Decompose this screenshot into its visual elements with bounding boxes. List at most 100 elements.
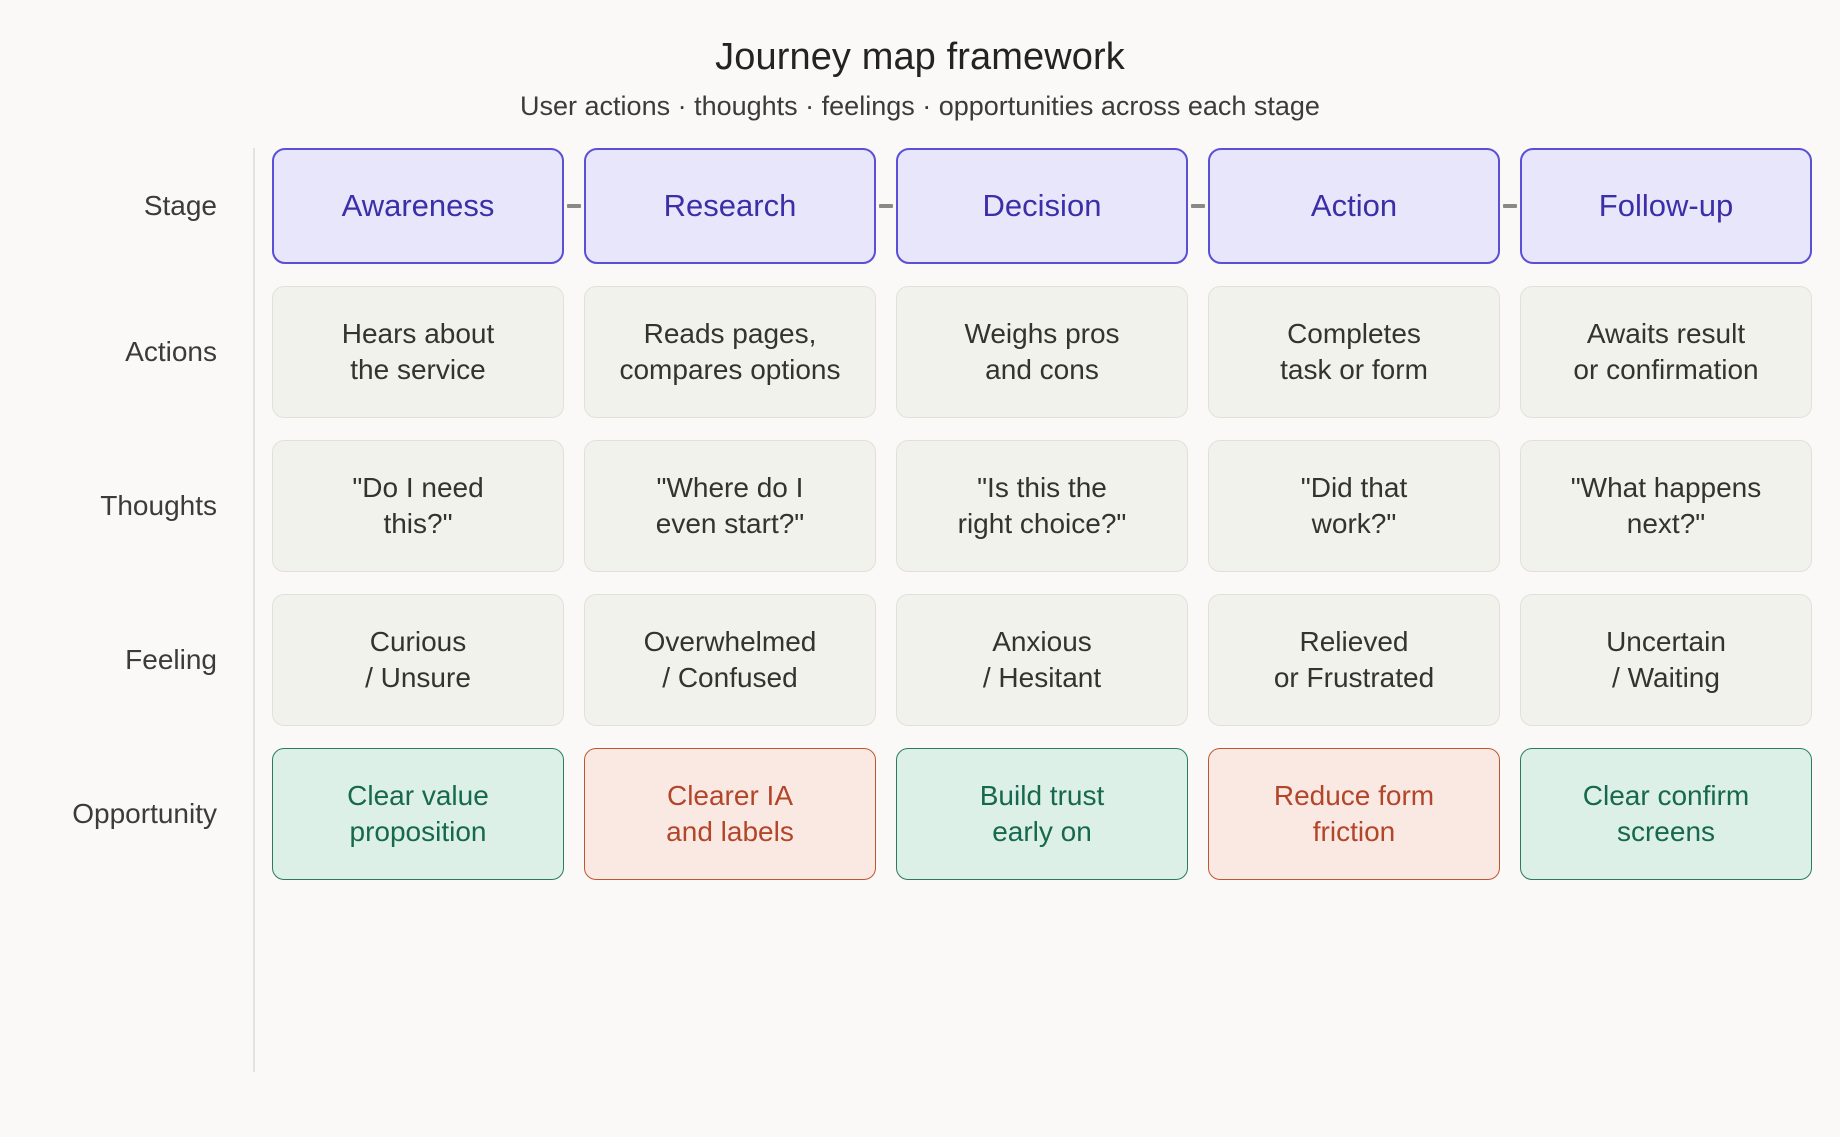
row-label-feeling: Feeling	[125, 644, 217, 676]
row-cells-feeling: Curious / Unsure Overwhelmed / Confused	[253, 594, 1840, 727]
stage-connector-2	[1188, 204, 1208, 209]
actions-card-line1: Completes	[1287, 317, 1421, 349]
thoughts-card-line2: even start?"	[655, 508, 805, 540]
feeling-card-line2: / Confused	[662, 662, 798, 694]
feeling-slot-4: Uncertain / Waiting	[1520, 594, 1812, 727]
actions-slot-3: Completes task or form	[1208, 286, 1500, 419]
stage-card-awareness[interactable]: Awareness	[272, 148, 564, 265]
row-label-opportunity: Opportunity	[72, 798, 217, 830]
actions-card-line1: Hears about	[341, 317, 495, 349]
feeling-card-action[interactable]: Relieved or Frustrated	[1208, 594, 1500, 727]
stage-card-follow-up[interactable]: Follow-up	[1520, 148, 1812, 265]
actions-card-research[interactable]: Reads pages, compares options	[584, 286, 876, 419]
feeling-card-line1: Uncertain	[1606, 625, 1726, 657]
opportunity-card-line1: Clearer IA	[666, 779, 794, 811]
stage-connector-3	[1500, 204, 1520, 209]
thoughts-card-line1: "Do I need	[352, 471, 484, 503]
thoughts-card-research[interactable]: "Where do I even start?"	[584, 440, 876, 573]
actions-card-follow-up[interactable]: Awaits result or confirmation	[1520, 286, 1812, 419]
row-cells-actions: Hears about the service Reads pages, com…	[253, 286, 1840, 419]
actions-card-line2: and cons	[985, 354, 1099, 386]
thoughts-card-action[interactable]: "Did that work?"	[1208, 440, 1500, 573]
actions-slot-0: Hears about the service	[272, 286, 564, 419]
opportunity-card-line2: friction	[1312, 816, 1396, 848]
row-label-actions: Actions	[125, 336, 217, 368]
feeling-card-line2: or Frustrated	[1273, 662, 1435, 694]
thoughts-card-line2: this?"	[383, 508, 453, 540]
thoughts-card-decision[interactable]: "Is this the right choice?"	[896, 440, 1188, 573]
opportunity-card-follow-up[interactable]: Clear confirm screens	[1520, 748, 1812, 881]
opportunity-slot-1: Clearer IA and labels	[584, 748, 876, 881]
feeling-card-line1: Overwhelmed	[643, 625, 817, 657]
row-actions: Actions Hears about the service Reads pa…	[0, 286, 1840, 419]
opportunity-card-awareness[interactable]: Clear value proposition	[272, 748, 564, 881]
opportunity-slot-3: Reduce form friction	[1208, 748, 1500, 881]
feeling-card-line2: / Hesitant	[982, 662, 1102, 694]
opportunity-card-line2: early on	[992, 816, 1092, 848]
stage-card-research[interactable]: Research	[584, 148, 876, 265]
row-stage: Stage Awareness Research Decision Action	[0, 148, 1840, 265]
actions-card-awareness[interactable]: Hears about the service	[272, 286, 564, 419]
opportunity-card-line2: and labels	[666, 816, 794, 848]
opportunity-card-action[interactable]: Reduce form friction	[1208, 748, 1500, 881]
stage-slot-2: Decision	[896, 148, 1188, 265]
row-label-stage: Stage	[143, 190, 217, 222]
feeling-card-line1: Relieved	[1299, 625, 1409, 657]
opportunity-slot-4: Clear confirm screens	[1520, 748, 1812, 881]
thoughts-card-line1: "Did that	[1300, 471, 1408, 503]
stage-connector-0	[564, 204, 584, 209]
journey-grid: Stage Awareness Research Decision Action	[0, 148, 1840, 1073]
stage-slot-1: Research	[584, 148, 876, 265]
stage-slot-4: Follow-up	[1520, 148, 1812, 265]
opportunity-slot-2: Build trust early on	[896, 748, 1188, 881]
opportunity-card-line1: Reduce form	[1273, 779, 1435, 811]
row-thoughts: Thoughts "Do I need this?" "Where do I	[0, 440, 1840, 573]
thoughts-slot-3: "Did that work?"	[1208, 440, 1500, 573]
thoughts-card-line2: right choice?"	[957, 508, 1127, 540]
row-opportunity: Opportunity Clear value proposition Clea…	[0, 748, 1840, 881]
opportunity-card-research[interactable]: Clearer IA and labels	[584, 748, 876, 881]
actions-card-line2: compares options	[619, 354, 841, 386]
thoughts-card-line1: "Is this the	[977, 471, 1107, 503]
row-feeling: Feeling Curious / Unsure Overwhelmed	[0, 594, 1840, 727]
feeling-slot-3: Relieved or Frustrated	[1208, 594, 1500, 727]
thoughts-card-line2: work?"	[1311, 508, 1397, 540]
stage-connector-1	[876, 204, 896, 209]
actions-card-line2: the service	[350, 354, 486, 386]
feeling-card-line2: / Waiting	[1612, 662, 1720, 694]
thoughts-card-line1: "Where do I	[656, 471, 804, 503]
stage-card-action[interactable]: Action	[1208, 148, 1500, 265]
feeling-card-line2: / Unsure	[365, 662, 471, 694]
actions-slot-1: Reads pages, compares options	[584, 286, 876, 419]
stage-slot-0: Awareness	[272, 148, 564, 265]
thoughts-slot-4: "What happens next?"	[1520, 440, 1812, 573]
feeling-card-line1: Curious	[369, 625, 467, 657]
row-cells-thoughts: "Do I need this?" "Where do I even start…	[253, 440, 1840, 573]
feeling-slot-0: Curious / Unsure	[272, 594, 564, 727]
actions-card-line1: Awaits result	[1586, 317, 1746, 349]
actions-card-line1: Weighs pros	[964, 317, 1120, 349]
feeling-card-awareness[interactable]: Curious / Unsure	[272, 594, 564, 727]
row-cells-opportunity: Clear value proposition Clearer IA and l…	[253, 748, 1840, 881]
actions-slot-2: Weighs pros and cons	[896, 286, 1188, 419]
feeling-card-follow-up[interactable]: Uncertain / Waiting	[1520, 594, 1812, 727]
opportunity-card-line1: Build trust	[979, 779, 1105, 811]
thoughts-card-awareness[interactable]: "Do I need this?"	[272, 440, 564, 573]
opportunity-card-line1: Clear confirm	[1582, 779, 1750, 811]
opportunity-card-decision[interactable]: Build trust early on	[896, 748, 1188, 881]
thoughts-card-follow-up[interactable]: "What happens next?"	[1520, 440, 1812, 573]
row-cells-stage: Awareness Research Decision Action Follo…	[253, 148, 1840, 265]
thoughts-slot-0: "Do I need this?"	[272, 440, 564, 573]
actions-card-action[interactable]: Completes task or form	[1208, 286, 1500, 419]
stage-slot-3: Action	[1208, 148, 1500, 265]
feeling-card-decision[interactable]: Anxious / Hesitant	[896, 594, 1188, 727]
opportunity-card-line1: Clear value	[347, 779, 489, 811]
feeling-card-research[interactable]: Overwhelmed / Confused	[584, 594, 876, 727]
stage-card-decision[interactable]: Decision	[896, 148, 1188, 265]
actions-card-line2: task or form	[1280, 354, 1428, 386]
actions-slot-4: Awaits result or confirmation	[1520, 286, 1812, 419]
actions-card-decision[interactable]: Weighs pros and cons	[896, 286, 1188, 419]
page-header: Journey map framework User actions · tho…	[0, 0, 1840, 122]
thoughts-card-line1: "What happens	[1570, 471, 1762, 503]
